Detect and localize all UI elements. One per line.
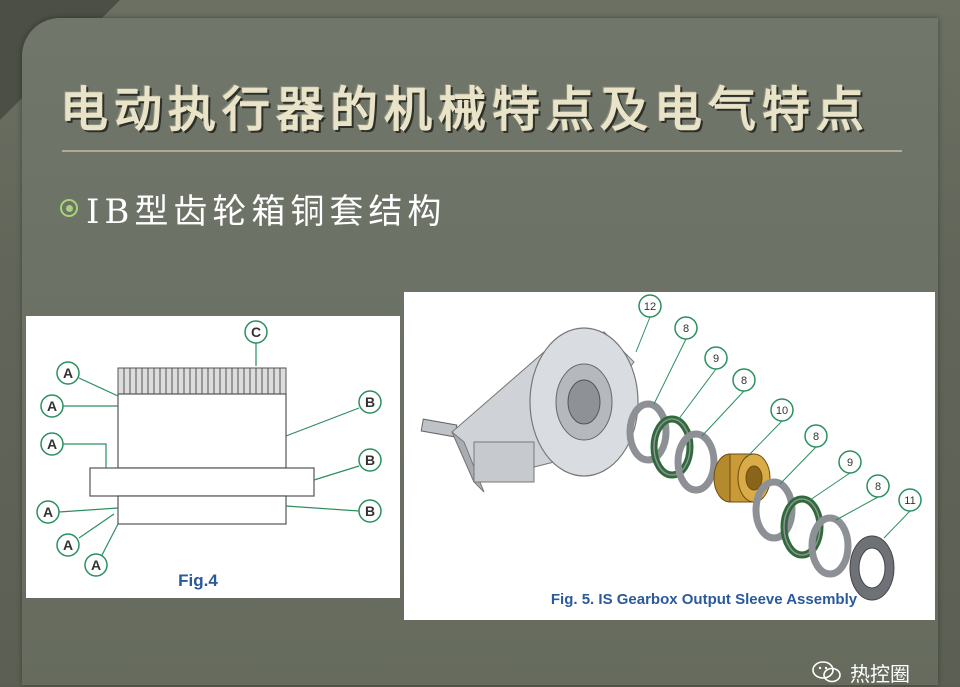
sleeve-body bbox=[117, 393, 287, 469]
svg-text:A: A bbox=[63, 537, 73, 553]
svg-text:11: 11 bbox=[904, 495, 915, 507]
svg-text:8: 8 bbox=[875, 481, 881, 493]
sleeve-bottom bbox=[117, 495, 287, 525]
svg-text:A: A bbox=[43, 504, 53, 520]
svg-text:B: B bbox=[365, 503, 375, 519]
ring-8-c bbox=[752, 478, 796, 542]
wechat-icon bbox=[812, 661, 841, 683]
callout-8-c: 8 bbox=[779, 424, 828, 485]
callout-8-a: 8 bbox=[653, 316, 698, 405]
svg-text:9: 9 bbox=[847, 457, 853, 469]
svg-text:9: 9 bbox=[713, 353, 719, 365]
callout-b-1: B bbox=[285, 390, 382, 437]
svg-text:A: A bbox=[47, 436, 57, 452]
callout-10: 10 bbox=[747, 398, 794, 457]
ring-8-b bbox=[674, 430, 718, 494]
watermark-text: 热控圈 bbox=[850, 661, 910, 686]
callout-8-b: 8 bbox=[701, 368, 756, 437]
gearbox-housing bbox=[451, 327, 639, 493]
svg-text:8: 8 bbox=[741, 375, 747, 387]
circle-bullet-icon bbox=[60, 199, 78, 217]
ring-9-a bbox=[650, 415, 694, 479]
bullet-text: IB型齿轮箱铜套结构 bbox=[86, 191, 447, 232]
svg-text:10: 10 bbox=[776, 405, 788, 417]
callout-8-d: 8 bbox=[835, 474, 890, 521]
callout-a-6: A bbox=[84, 523, 119, 577]
callout-a-3: A bbox=[40, 432, 107, 468]
svg-text:8: 8 bbox=[683, 323, 689, 335]
figure-4-svg: C A A A A bbox=[36, 320, 382, 590]
svg-text:A: A bbox=[91, 557, 101, 573]
figure-4-drawing: C A A A A bbox=[26, 316, 400, 598]
svg-text:B: B bbox=[365, 394, 375, 410]
callout-12: 12 bbox=[635, 294, 662, 353]
svg-text:A: A bbox=[47, 398, 57, 414]
figure-4-caption: Fig.4 bbox=[178, 571, 218, 590]
svg-text:12: 12 bbox=[644, 301, 656, 313]
callout-b-3: B bbox=[285, 499, 382, 523]
ring-8-d bbox=[808, 514, 852, 578]
input-shaft bbox=[420, 418, 458, 438]
title-divider bbox=[62, 150, 902, 152]
callout-b-2: B bbox=[313, 448, 382, 481]
callout-c: C bbox=[244, 320, 268, 366]
callout-a-5: A bbox=[56, 513, 115, 557]
bullet-item: IB型齿轮箱铜套结构 bbox=[60, 186, 447, 232]
callout-a-1: A bbox=[56, 361, 119, 397]
callout-a-2: A bbox=[40, 394, 118, 418]
watermark: 热控圈 bbox=[812, 658, 910, 686]
gear-teeth bbox=[117, 367, 287, 395]
svg-text:C: C bbox=[251, 324, 261, 340]
figure-5-drawing: 12 8 9 8 10 bbox=[404, 292, 935, 620]
sleeve-flange bbox=[89, 467, 315, 497]
seal-ring-11 bbox=[849, 535, 895, 601]
svg-text:A: A bbox=[63, 365, 73, 381]
callout-11: 11 bbox=[883, 488, 922, 539]
figure-5-caption: Fig. 5. IS Gearbox Output Sleeve Assembl… bbox=[551, 591, 858, 608]
figure-5-svg: 12 8 9 8 10 bbox=[420, 294, 922, 608]
ring-8-a bbox=[626, 400, 670, 464]
slide-title: 电动执行器的机械特点及电气特点 bbox=[60, 82, 871, 138]
svg-text:8: 8 bbox=[813, 431, 819, 443]
callout-9-a: 9 bbox=[677, 346, 728, 421]
callout-9-b: 9 bbox=[809, 450, 862, 501]
svg-text:B: B bbox=[365, 452, 375, 468]
callout-a-4: A bbox=[36, 500, 119, 524]
